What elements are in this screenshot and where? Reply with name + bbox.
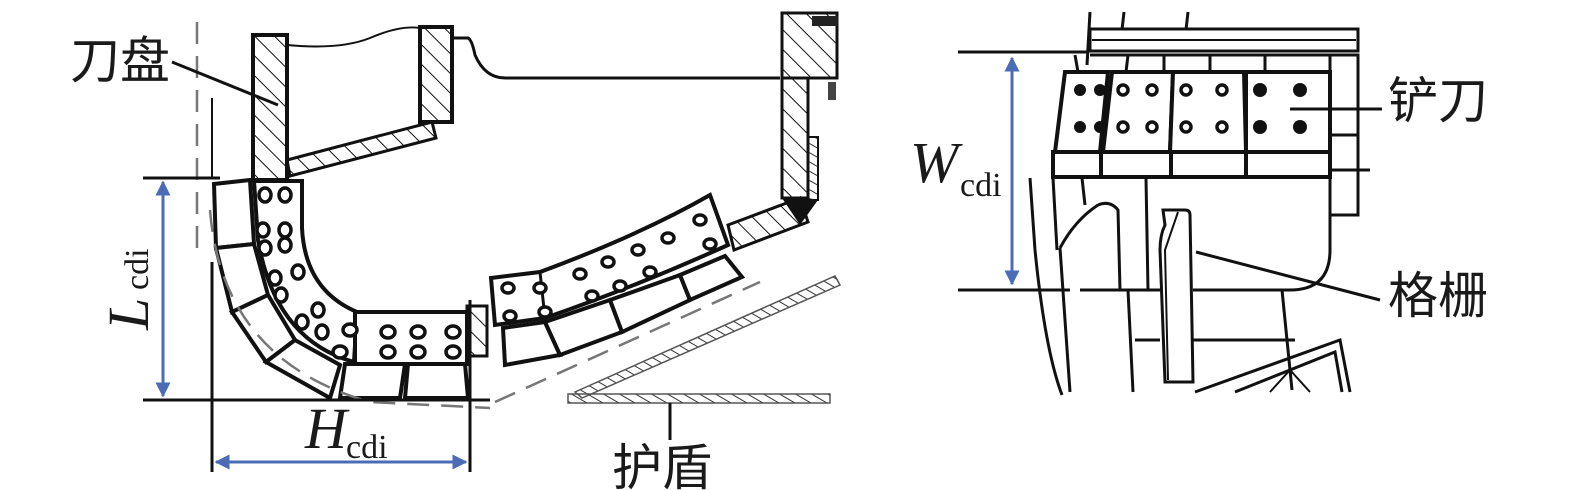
dim-symbol-w: W bbox=[910, 130, 963, 195]
label-length-dim: L cdi bbox=[96, 248, 161, 331]
perforation-holes bbox=[255, 186, 462, 360]
label-scraper: 铲刀 bbox=[1388, 72, 1488, 130]
cutterhead-top-contour bbox=[452, 36, 780, 80]
grille-bar bbox=[1158, 208, 1195, 384]
right-panel-scraper-grille: 铲刀 格栅 W cdi bbox=[910, 11, 1488, 396]
label-cutterhead: 刀盘 bbox=[70, 32, 170, 90]
shield bbox=[567, 275, 842, 404]
lower-right-plate bbox=[726, 196, 810, 253]
scraper-arc bbox=[211, 177, 489, 401]
scraper-bolts bbox=[1074, 83, 1307, 134]
inclined-segment-holes bbox=[500, 213, 718, 323]
excavation-contour-dashed bbox=[208, 209, 491, 410]
cutterhead-wall-right bbox=[418, 25, 454, 124]
leader-cutterhead bbox=[171, 60, 279, 107]
left-panel-cutterhead-section: 刀盘 护盾 L cdi H cdi bbox=[70, 11, 842, 490]
cutterhead-wall-left bbox=[251, 33, 289, 182]
dim-subscript-l: cdi bbox=[119, 248, 156, 290]
label-height-dim: H cdi bbox=[304, 396, 388, 466]
right-column-liner bbox=[807, 136, 819, 201]
inclined-plate bbox=[285, 120, 438, 178]
label-grille: 格栅 bbox=[1388, 267, 1488, 325]
cutterhead-wavy-top bbox=[286, 26, 421, 48]
excavation-contour-dashed-right bbox=[494, 280, 761, 404]
label-width-dim: W cdi bbox=[910, 130, 1002, 204]
bolt-detail bbox=[828, 82, 836, 100]
dim-symbol-h: H bbox=[304, 396, 350, 461]
grille-structure bbox=[1028, 177, 1352, 396]
label-shield: 护盾 bbox=[612, 439, 712, 490]
dim-symbol-l: L bbox=[96, 298, 161, 331]
dim-subscript-w: cdi bbox=[960, 167, 1002, 204]
dim-subscript-h: cdi bbox=[346, 429, 388, 466]
right-column-lower bbox=[780, 76, 810, 200]
leader-grille bbox=[1195, 250, 1381, 302]
bolt-head bbox=[812, 16, 838, 26]
